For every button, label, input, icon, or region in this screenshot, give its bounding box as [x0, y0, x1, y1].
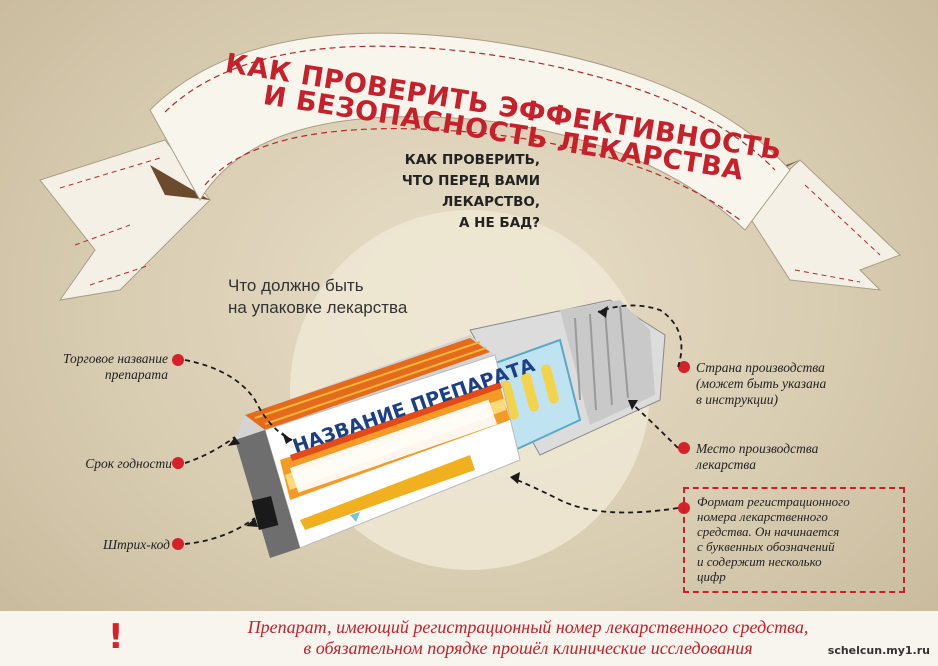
ribbon — [39, 32, 901, 301]
package-heading-line-1: Что должно быть — [228, 276, 364, 295]
registration-line-1: Формат регистрационного — [697, 494, 850, 509]
exclamation-icon: ! — [108, 617, 124, 657]
warning-bar — [0, 611, 938, 666]
registration-line-2: номера лекарственного — [697, 509, 828, 524]
label-trade-name: Торговое название препарата — [30, 351, 168, 383]
registration-line-3: средства. Он начинается — [697, 524, 840, 539]
site-watermark: schelcun.my1.ru — [827, 644, 930, 657]
question-heading: КАК ПРОВЕРИТЬ, ЧТО ПЕРЕД ВАМИ ЛЕКАРСТВО,… — [330, 150, 540, 234]
label-country-line-3: в инструкции) — [696, 392, 779, 407]
label-country-line-2: (может быть указана — [696, 376, 827, 391]
label-expiry: Срок годности — [85, 456, 172, 471]
registration-line-6: цифр — [697, 569, 726, 584]
package-heading: Что должно быть на упаковке лекарства — [228, 275, 407, 319]
marker-dots — [172, 354, 690, 550]
arrowheads — [228, 306, 638, 527]
registration-box: Формат регистрационного номера лекарстве… — [683, 487, 905, 593]
label-place-line-2: лекарства — [696, 457, 756, 472]
label-country-line-1: Страна производства — [696, 360, 825, 375]
label-barcode: Штрих-код — [102, 537, 170, 552]
label-trade-name-line-1: Торговое название — [62, 351, 168, 366]
package-heading-line-2: на упаковке лекарства — [228, 298, 408, 317]
question-line-2: ЧТО ПЕРЕД ВАМИ ЛЕКАРСТВО, — [401, 173, 540, 210]
registration-text: Формат регистрационного номера лекарстве… — [697, 494, 895, 584]
barcode-square — [251, 496, 279, 530]
warning-note: Препарат, имеющий регистрационный номер … — [168, 617, 888, 659]
registration-line-4: с буквенных обозначений — [697, 539, 835, 554]
medicine-box — [235, 299, 666, 558]
label-country: Страна производства (может быть указана … — [696, 360, 886, 408]
label-place-line-1: Место производства — [696, 441, 819, 456]
label-trade-name-line-2: препарата — [104, 367, 168, 382]
question-line-1: КАК ПРОВЕРИТЬ, — [404, 152, 540, 168]
warning-note-line-1: Препарат, имеющий регистрационный номер … — [247, 617, 809, 637]
question-line-3: А НЕ БАД? — [459, 215, 540, 231]
warning-note-line-2: в обязательном порядке прошёл клинически… — [303, 638, 753, 658]
label-place: Место производства лекарства — [696, 441, 886, 473]
registration-line-5: и содержит несколько — [697, 554, 822, 569]
